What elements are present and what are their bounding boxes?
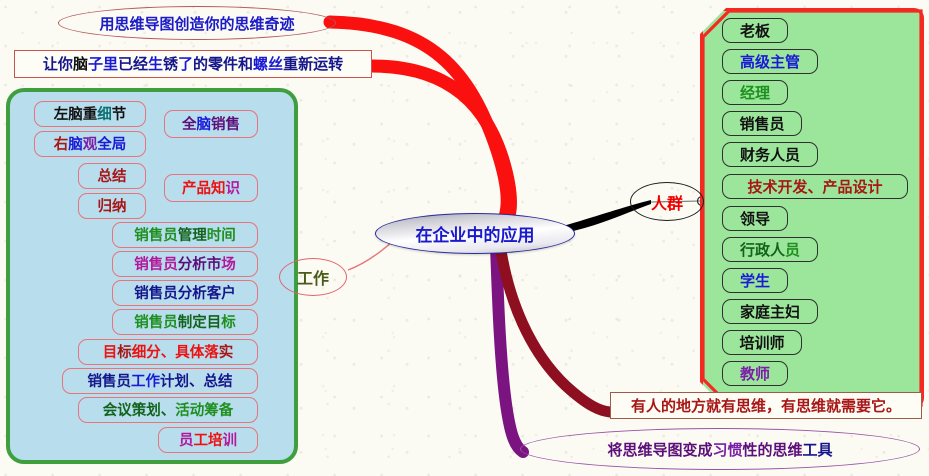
work-item-label: 员工培训 (179, 433, 237, 449)
work-item-label: 销售员管理时间 (134, 228, 236, 244)
work-child-summarize[interactable]: 总结 (78, 163, 146, 189)
work-item-meeting-planning[interactable]: 会议策划、活动筹备 (78, 397, 258, 423)
note-habit-text: 将思维导图变成习惯性的思维工具 (607, 440, 833, 459)
work-child-label: 总结 (97, 169, 127, 185)
note-thinking-text: 有人的地方就有思维，有思维就需要它。 (630, 396, 901, 415)
work-item-analyze-customer[interactable]: 销售员分析客户 (112, 280, 258, 306)
people-item-label: 教师 (739, 364, 770, 383)
branch-label-work[interactable]: 工作 (279, 258, 347, 296)
people-item-label: 学生 (739, 271, 770, 290)
people-item-label: 领导 (739, 209, 770, 228)
work-item-label: 销售员分析客户 (134, 286, 236, 302)
subtitle-banner: 让你脑子里已经生锈了的零件和螺丝重新运转 (14, 50, 372, 78)
work-item-label: 会议策划、活动筹备 (102, 403, 234, 419)
work-child-label: 归纳 (97, 199, 127, 215)
people-item-trainer[interactable]: 培训师 (722, 330, 802, 355)
work-child-induct[interactable]: 归纳 (78, 193, 146, 219)
work-group-label: 产品知识 (182, 181, 240, 197)
work-group-label: 全脑销售 (182, 117, 240, 133)
people-item-senior-exec[interactable]: 高级主管 (722, 49, 818, 74)
people-item-student[interactable]: 学生 (722, 268, 788, 293)
branch-label-work-text: 工作 (296, 269, 329, 288)
work-item-label: 目标细分、具体落实 (102, 345, 234, 361)
work-group-product-knowledge[interactable]: 产品知识 (164, 174, 258, 202)
note-thinking: 有人的地方就有思维，有思维就需要它。 (610, 392, 922, 419)
people-item-teacher[interactable]: 教师 (722, 361, 788, 386)
work-item-label: 销售员分析市场 (134, 257, 236, 273)
work-item-label: 销售员制定目标 (134, 315, 236, 331)
work-group-whole-brain-selling[interactable]: 全脑销售 (164, 110, 258, 138)
people-item-manager[interactable]: 经理 (722, 80, 788, 105)
people-item-label: 经理 (739, 83, 770, 102)
work-item-goal-breakdown[interactable]: 目标细分、具体落实 (78, 339, 258, 365)
work-item-analyze-market[interactable]: 销售员分析市场 (112, 251, 258, 277)
work-child-left-brain[interactable]: 左脑重细节 (34, 101, 146, 127)
center-node[interactable]: 在企业中的应用 (375, 213, 575, 254)
branch-label-people-text: 人群 (650, 193, 683, 213)
work-child-label: 左脑重细节 (53, 107, 127, 123)
title-banner: 用思维导图创造你的思维奇迹 (58, 6, 336, 40)
work-item-work-plan[interactable]: 销售员工作计划、总结 (62, 368, 258, 394)
people-item-label: 高级主管 (739, 52, 800, 71)
people-item-label: 行政人员 (739, 240, 801, 259)
people-item-salesperson[interactable]: 销售员 (722, 111, 802, 136)
work-child-label: 右脑观全局 (53, 137, 127, 153)
note-habit: 将思维导图变成习惯性的思维工具 (520, 428, 920, 470)
work-item-set-goals[interactable]: 销售员制定目标 (112, 309, 258, 335)
people-item-label: 老板 (739, 21, 770, 40)
title-banner-text: 用思维导图创造你的思维奇迹 (99, 14, 295, 33)
people-item-label: 家庭主妇 (739, 302, 800, 321)
people-item-tech-design[interactable]: 技术开发、产品设计 (722, 174, 908, 199)
people-item-label: 销售员 (739, 114, 785, 133)
work-child-right-brain[interactable]: 右脑观全局 (34, 131, 146, 157)
work-item-staff-training[interactable]: 员工培训 (158, 427, 258, 453)
work-item-manage-time[interactable]: 销售员管理时间 (112, 222, 258, 248)
people-item-label: 技术开发、产品设计 (747, 177, 883, 196)
work-item-label: 销售员工作计划、总结 (87, 374, 233, 390)
subtitle-banner-text: 让你脑子里已经生锈了的零件和螺丝重新运转 (42, 55, 344, 73)
people-item-admin-staff[interactable]: 行政人员 (722, 237, 818, 262)
center-node-label: 在企业中的应用 (415, 226, 535, 246)
people-item-label: 财务人员 (739, 145, 800, 164)
people-item-housewife[interactable]: 家庭主妇 (722, 299, 818, 324)
people-item-finance-staff[interactable]: 财务人员 (722, 142, 818, 167)
people-item-label: 培训师 (739, 333, 785, 352)
people-item-leader[interactable]: 领导 (722, 206, 788, 231)
people-item-boss[interactable]: 老板 (722, 18, 788, 43)
branch-label-people[interactable]: 人群 (630, 182, 704, 221)
